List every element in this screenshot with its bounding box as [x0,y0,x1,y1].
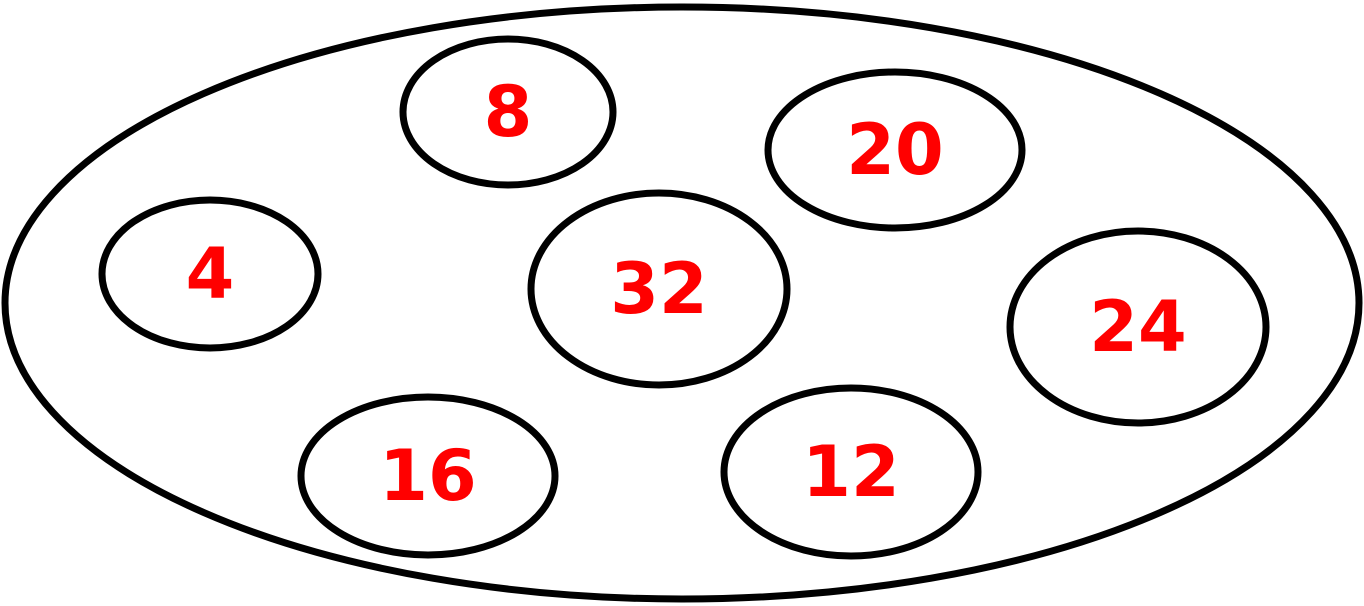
element-label-eight: 8 [484,71,533,153]
element-circle [527,189,791,389]
element-circle [297,393,559,559]
element-sixteen: 16 [297,393,559,559]
element-twelve: 12 [720,384,982,560]
element-twenty-four: 24 [1006,227,1270,427]
element-label-twenty: 20 [846,109,943,191]
element-label-four: 4 [186,233,235,315]
element-twenty: 20 [764,68,1026,232]
element-eight: 8 [399,35,617,189]
element-circle [399,35,617,189]
element-circle [720,384,982,560]
element-thirty-two: 32 [527,189,791,389]
element-label-sixteen: 16 [379,435,476,517]
element-label-twelve: 12 [802,431,899,513]
element-circle [1006,227,1270,427]
element-label-twenty-four: 24 [1089,286,1186,368]
element-four: 4 [98,196,322,352]
element-circle [98,196,322,352]
set-boundary [1,3,1363,603]
element-label-thirty-two: 32 [610,248,707,330]
element-circle [764,68,1026,232]
